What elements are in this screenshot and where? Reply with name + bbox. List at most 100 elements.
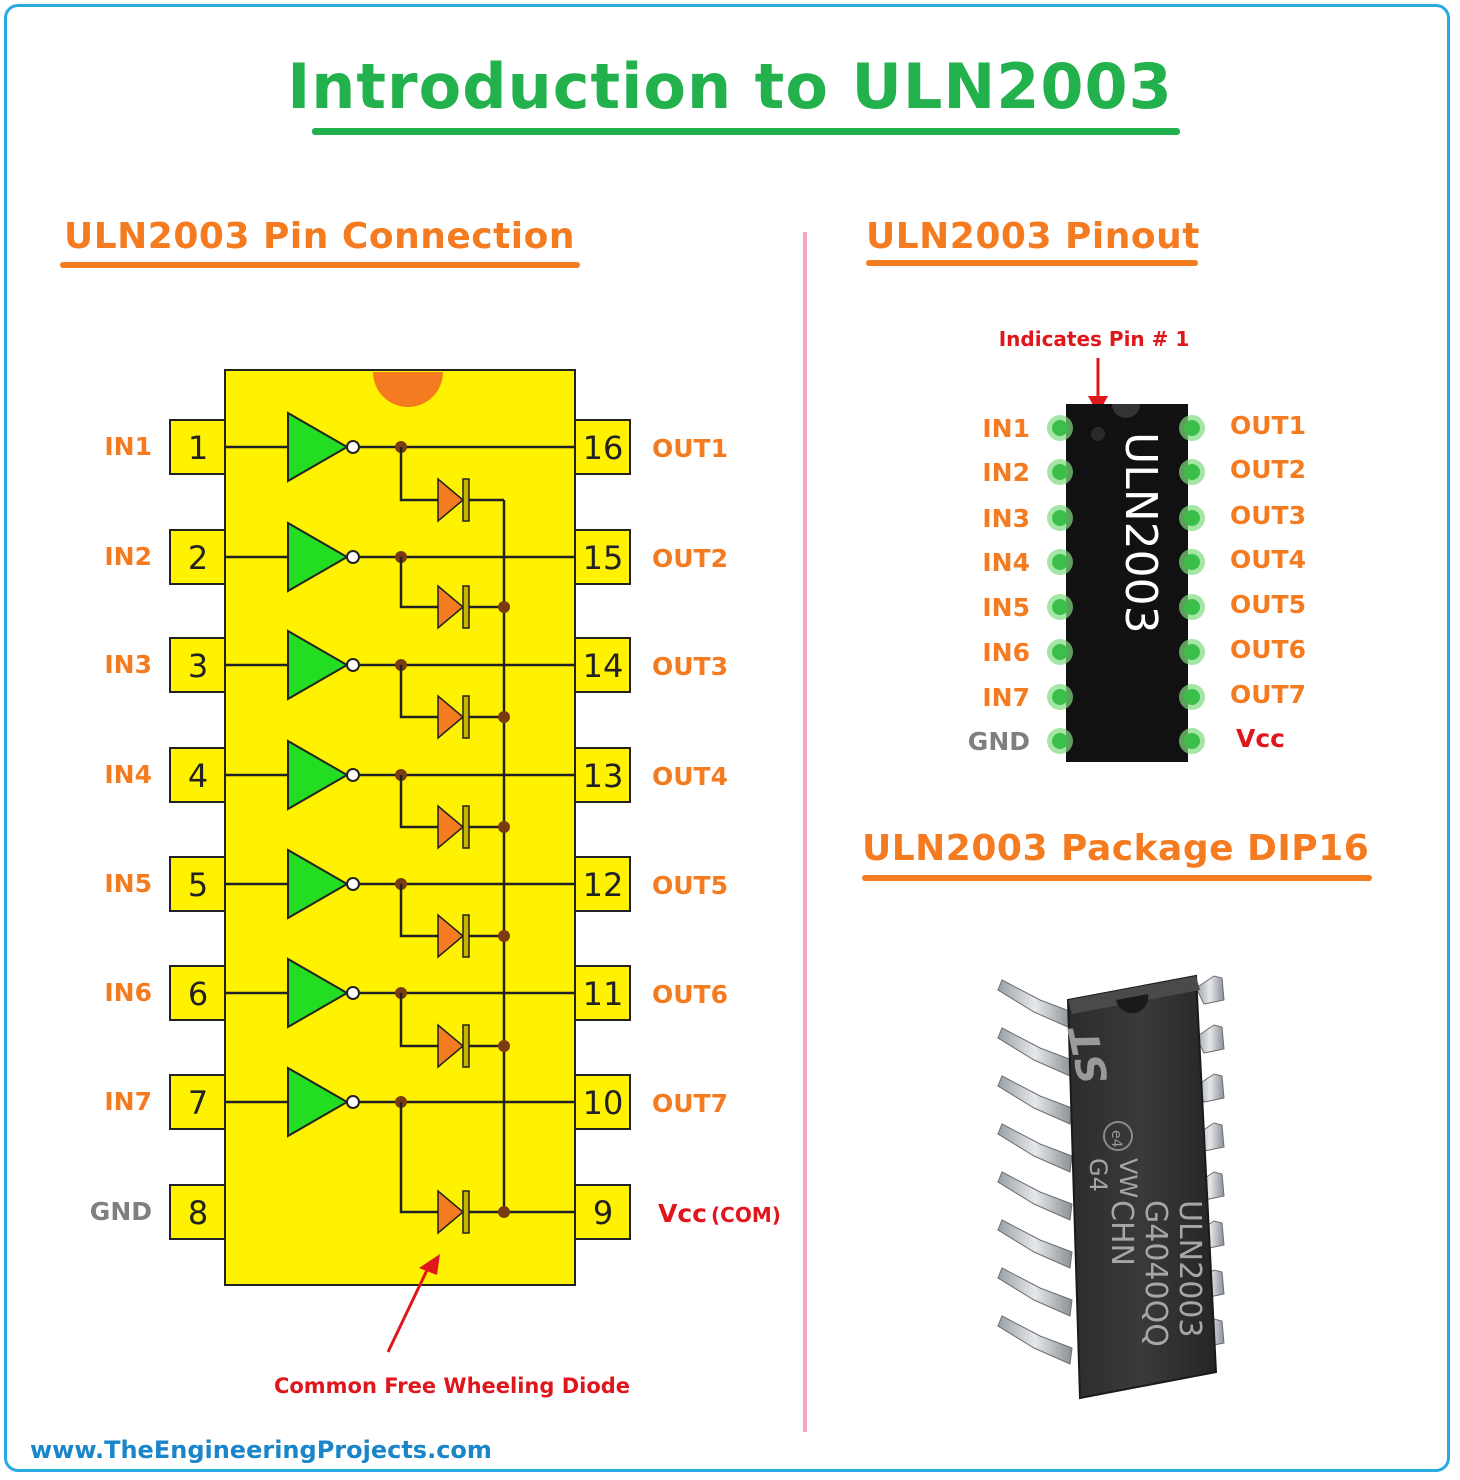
bus-node — [498, 1206, 510, 1218]
pinout-right-pad — [1184, 554, 1200, 570]
right-pin-label: Vcc(COM) — [658, 1199, 781, 1228]
diode-wire — [399, 884, 438, 938]
left-pin-box — [169, 965, 226, 1021]
right-pin-box — [574, 529, 631, 585]
pinout-right-pad — [1184, 644, 1200, 660]
pinout-left-label: IN1 — [982, 414, 1030, 443]
flyback-diode — [437, 694, 465, 740]
right-pin-number: 10 — [583, 1084, 624, 1122]
bus-node — [498, 711, 510, 723]
flyback-diode — [437, 913, 465, 959]
section-underline-pinout — [866, 260, 1198, 266]
pinout-right-label: OUT4 — [1230, 545, 1306, 574]
pinout-left-pad — [1052, 644, 1068, 660]
com-suffix: (COM) — [711, 1203, 781, 1227]
diode-arrow-head — [419, 1254, 440, 1275]
flyback-diode — [437, 584, 465, 630]
package-left-lead — [997, 979, 1073, 1029]
left-pin-label: IN7 — [104, 1087, 152, 1116]
pinout-left-pad — [1052, 420, 1068, 436]
bus-node — [498, 601, 510, 613]
package-left-lead — [997, 1267, 1073, 1317]
pinout-right-pad — [1184, 689, 1200, 705]
right-pin-number: 12 — [583, 866, 624, 904]
left-pin-number: 4 — [188, 757, 208, 795]
right-pin-label: OUT6 — [652, 980, 728, 1009]
pin1-notch — [373, 372, 443, 407]
left-pin-box — [169, 1184, 226, 1240]
right-pin-box — [574, 747, 631, 803]
pinout-chip-body — [1066, 404, 1188, 762]
pinout-left-label: GND — [968, 727, 1030, 756]
pinout-left-pad — [1052, 510, 1068, 526]
diode-note: Common Free Wheeling Diode — [274, 1374, 630, 1398]
diode-wire — [399, 447, 438, 502]
left-pin-number: 1 — [188, 429, 208, 467]
flyback-diode — [437, 1023, 465, 1069]
pinout-right-label: OUT5 — [1230, 590, 1306, 619]
left-pin-box — [169, 637, 226, 693]
package-marking-line-left: G4 — [1084, 1158, 1112, 1192]
right-pin-box — [574, 1184, 631, 1240]
left-pin-box — [169, 747, 226, 803]
right-pin-label: OUT1 — [652, 434, 728, 463]
section-title-package: ULN2003 Package DIP16 — [862, 828, 1370, 869]
package-left-lead — [997, 1075, 1073, 1125]
package-notch — [1116, 994, 1149, 1014]
diode-arrow-line — [386, 1267, 430, 1353]
pinout-left-pad — [1052, 733, 1068, 749]
darlington-buffer — [287, 629, 350, 701]
right-pin-number: 16 — [583, 429, 624, 467]
darlington-buffer — [287, 521, 350, 593]
pinout-right-label: Vcc — [1236, 724, 1285, 753]
pinout-left-label: IN2 — [982, 458, 1030, 487]
pin1-indicator-note: Indicates Pin # 1 — [999, 327, 1190, 351]
diode-wire — [399, 775, 438, 829]
left-pin-box — [169, 419, 226, 475]
left-pin-number: 3 — [188, 647, 208, 685]
section-title-pin-connection: ULN2003 Pin Connection — [64, 216, 575, 257]
left-pin-label: IN3 — [104, 650, 152, 679]
package-right-lead — [1195, 975, 1225, 1005]
diode-wire — [399, 665, 438, 719]
diode-wire — [399, 557, 438, 609]
diode-wire — [399, 1102, 438, 1214]
pinout-pin1-dot — [1091, 427, 1105, 441]
package-left-lead — [997, 1219, 1073, 1269]
vcc-label: Vcc — [658, 1199, 707, 1228]
package-marking-line: CHN — [1104, 1200, 1139, 1266]
left-pin-number: 7 — [188, 1084, 208, 1122]
border-frame — [4, 4, 1450, 1472]
pinout-left-label: IN6 — [982, 638, 1030, 667]
left-pin-label: IN4 — [104, 760, 152, 789]
left-pin-label: IN1 — [104, 432, 152, 461]
section-underline-package — [862, 875, 1372, 881]
column-divider — [803, 232, 807, 1432]
darlington-buffer — [287, 848, 350, 920]
right-pin-number: 11 — [583, 975, 624, 1013]
pinout-left-label: IN5 — [982, 593, 1030, 622]
right-pin-label: OUT5 — [652, 871, 728, 900]
right-pin-number: 9 — [593, 1194, 613, 1232]
bus-node — [498, 930, 510, 942]
pinout-right-label: OUT7 — [1230, 680, 1306, 709]
diode-wire — [399, 993, 438, 1048]
pinout-right-pad — [1184, 733, 1200, 749]
left-pin-label: GND — [90, 1197, 152, 1226]
pinout-chip-marking: ULN2003 — [1115, 432, 1166, 634]
darlington-buffer — [287, 1066, 350, 1138]
flyback-diode — [437, 477, 465, 523]
pinout-right-pad — [1184, 510, 1200, 526]
left-pin-number: 8 — [188, 1194, 208, 1232]
package-left-lead — [997, 1171, 1073, 1221]
section-title-pinout: ULN2003 Pinout — [866, 216, 1200, 257]
pinout-left-pad — [1052, 599, 1068, 615]
left-pin-box — [169, 1074, 226, 1130]
right-pin-box — [574, 856, 631, 912]
right-pin-number: 15 — [583, 539, 624, 577]
darlington-buffer — [287, 411, 350, 483]
pinout-left-label: IN4 — [982, 548, 1030, 577]
